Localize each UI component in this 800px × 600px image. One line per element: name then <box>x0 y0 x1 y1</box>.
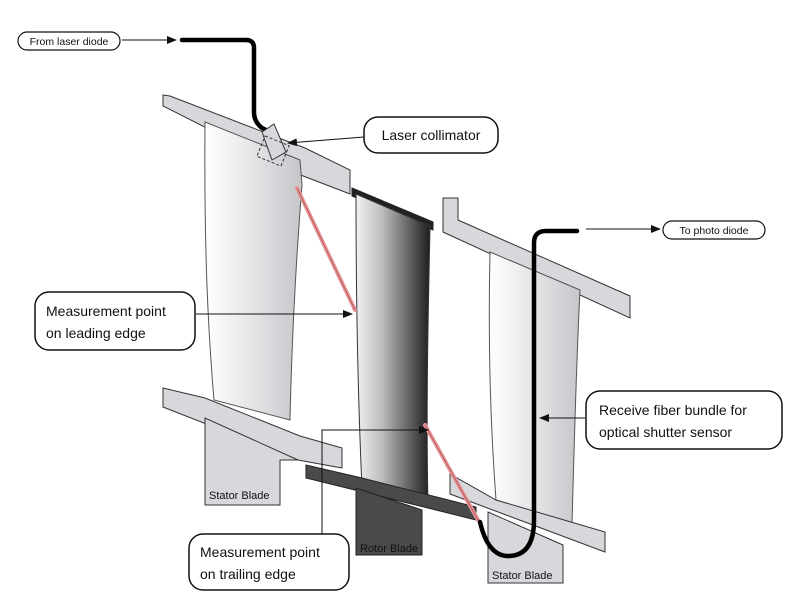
fiber-bundle-label-line1: Receive fiber bundle for <box>599 402 747 418</box>
leading-edge-label-line2: on leading edge <box>46 325 146 341</box>
right-stator-bottom-platform <box>449 473 606 553</box>
fiber-bundle-label-line2: optical shutter sensor <box>599 424 732 440</box>
callout-pointers <box>122 36 661 534</box>
trailing-edge-label-line1: Measurement point <box>200 544 320 560</box>
left-stator-root <box>204 417 299 506</box>
left-stator-airfoil <box>204 121 303 421</box>
leading-edge-label-line1: Measurement point <box>46 303 166 319</box>
leading-edge-callout: Measurement point on leading edge <box>34 291 196 351</box>
trailing-edge-label-line2: on trailing edge <box>200 566 296 582</box>
right-stator-top-shroud <box>442 197 631 319</box>
rotor-blade <box>305 187 477 556</box>
fiber-bundle-callout: Receive fiber bundle for optical shutter… <box>585 390 783 450</box>
collimator-callout: Laser collimator <box>363 116 499 154</box>
from-laser-callout: From laser diode <box>17 31 121 51</box>
left-stator-bottom-platform <box>162 387 343 469</box>
left-stator-label: Stator Blade <box>209 490 270 502</box>
right-stator-label: Stator Blade <box>492 570 553 582</box>
left-stator-blade <box>162 94 351 506</box>
rotor-airfoil <box>355 193 431 506</box>
trailing-edge-callout: Measurement point on trailing edge <box>188 533 350 591</box>
collimator-label: Laser collimator <box>382 127 481 143</box>
rotor-root <box>355 487 423 556</box>
from-laser-label: From laser diode <box>30 36 109 48</box>
rotor-label: Rotor Blade <box>360 543 418 555</box>
to-photo-label: To photo diode <box>680 225 749 237</box>
laser-input-fiber <box>179 37 277 137</box>
laser-collimator <box>256 123 290 167</box>
receive-fiber-bundle <box>477 228 580 559</box>
laser-beam <box>295 186 480 522</box>
to-photo-callout: To photo diode <box>662 220 766 240</box>
